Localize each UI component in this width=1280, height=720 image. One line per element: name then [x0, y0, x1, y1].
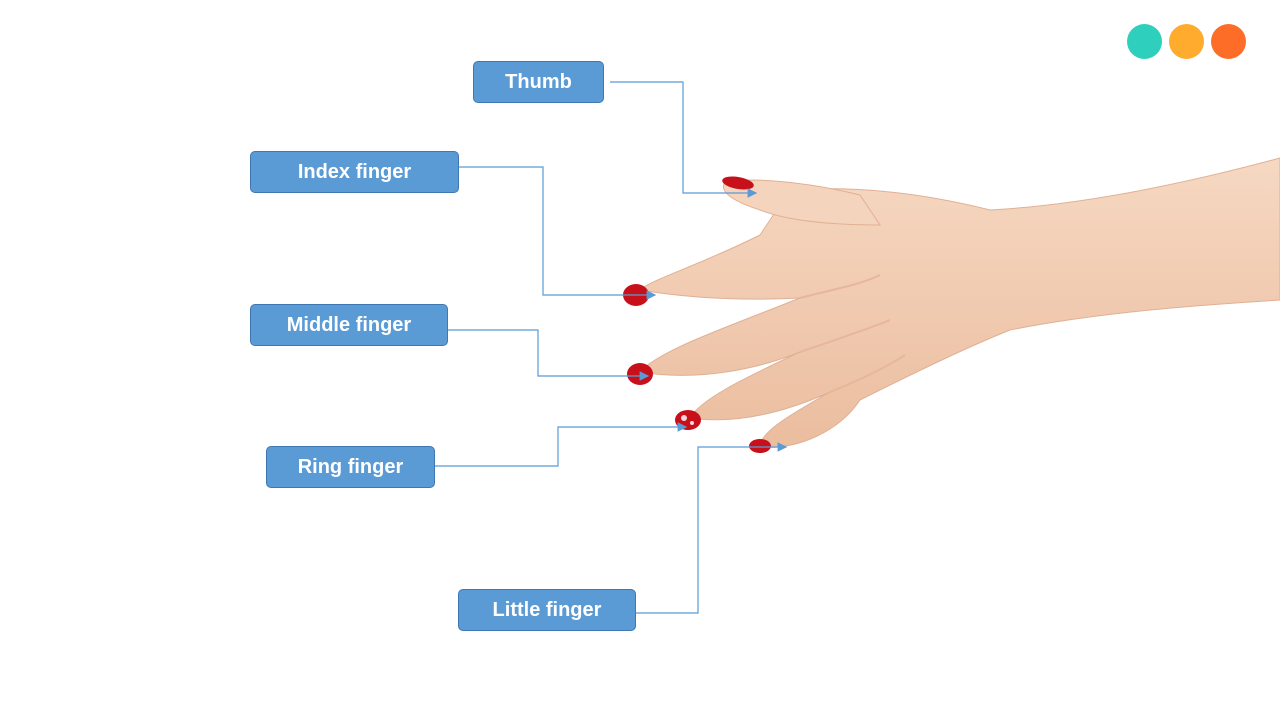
label-ring-finger-text: Ring finger [297, 455, 404, 478]
forearm [638, 157, 1280, 448]
label-middle-finger-text: Middle finger [286, 313, 412, 336]
orange-dot [1211, 24, 1246, 59]
middle-nail [627, 363, 653, 385]
label-index-finger-text: Index finger [297, 160, 412, 183]
label-thumb: Thumb [473, 61, 604, 103]
ring-nail [675, 410, 701, 430]
label-little-finger: Little finger [458, 589, 636, 631]
label-index-finger: Index finger [250, 151, 459, 193]
label-thumb-text: Thumb [505, 70, 572, 93]
label-middle-finger: Middle finger [250, 304, 448, 346]
index-nail [623, 284, 649, 306]
little-nail [749, 439, 771, 453]
teal-dot [1127, 24, 1162, 59]
amber-dot [1169, 24, 1204, 59]
label-little-finger-text: Little finger [492, 598, 602, 621]
thumb-shape [722, 179, 881, 226]
label-ring-finger: Ring finger [266, 446, 435, 488]
